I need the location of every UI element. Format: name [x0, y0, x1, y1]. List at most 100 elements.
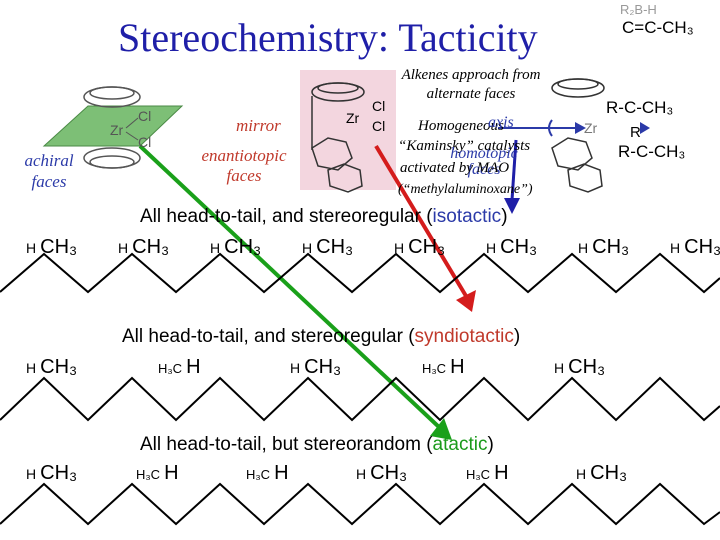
enantiotopic-bg [300, 70, 396, 190]
right-small-arrow [640, 122, 650, 134]
methyl-label: H₃C [246, 467, 271, 482]
green-arrowhead [430, 418, 452, 440]
right-cp-top [551, 78, 605, 98]
left-zr-cl-bond-2 [125, 131, 139, 141]
methyl-label: CH₃ [304, 356, 342, 378]
mao-label: (“methylaluminoxane”) [398, 182, 533, 197]
achiral-plane [42, 105, 184, 147]
middle-indenyl [311, 137, 363, 193]
methyl-label: H₃C [466, 467, 491, 482]
hydrogen-label: H [118, 240, 129, 256]
homotopic-faces-label: homotopic faces [450, 145, 518, 178]
left-zr-cl-bond-1 [125, 117, 139, 129]
methyl-label: CH₃ [568, 356, 606, 378]
hydrogen-label: H [302, 240, 313, 256]
homogeneous-label: Homogeneous [418, 118, 504, 134]
axis-label: axis [488, 114, 514, 131]
syndiotactic-keyword: syndiotactic [414, 326, 514, 347]
isotactic-prefix: All head-to-tail, and stereoregular ( [140, 206, 433, 227]
middle-cp-top [311, 82, 365, 102]
axis-arrowhead [575, 122, 586, 134]
hydrogen-label: H [450, 356, 465, 378]
hydrogen-label: H [274, 462, 289, 484]
methyl-label: CH₃ [592, 236, 630, 258]
left-zr-label: Zr [110, 122, 124, 138]
methyl-label: CH₃ [370, 462, 408, 484]
syndiotactic-prefix: All head-to-tail, and stereoregular ( [122, 326, 415, 347]
right-struct-r1: R-C-CH₃ [606, 98, 674, 117]
green-arrow [138, 144, 442, 430]
isotactic-headline: All head-to-tail, and stereoregular (iso… [140, 206, 508, 228]
achiral-faces-label: achiral faces [24, 151, 74, 191]
activated-by-label: activated by MAO [400, 160, 510, 176]
hydrogen-label: H [210, 240, 221, 256]
right-struct-r2: R [630, 124, 641, 141]
hydrogen-label: H [26, 240, 37, 256]
methyl-label: CH₃ [590, 462, 628, 484]
methyl-label: CH₃ [40, 236, 78, 258]
mirror-label: mirror [236, 116, 281, 135]
syndiotactic-suffix: ) [513, 326, 521, 347]
red-arrow [374, 144, 468, 298]
left-cp-top [83, 86, 141, 108]
methyl-label: CH₃ [316, 236, 354, 258]
syndiotactic-headline: All head-to-tail, and stereoregular (syn… [122, 326, 520, 348]
reagent-alkene: C=C-CH₃ [622, 18, 694, 37]
slide-title: Stereochemistry: Tacticity [118, 15, 538, 60]
hydrogen-label: H [578, 240, 589, 256]
reagent-r2bh: R₂B-H [620, 2, 657, 17]
hydrogen-label: H [670, 240, 681, 256]
middle-cl-label-1: Cl [372, 98, 386, 114]
methyl-label: H₃C [158, 361, 183, 376]
methyl-label: CH₃ [40, 356, 78, 378]
hydrogen-label: H [26, 466, 37, 482]
hydrogen-label: H [26, 360, 37, 376]
hydrogen-label: H [576, 466, 587, 482]
right-indenyl [551, 137, 603, 193]
methyl-label: CH₃ [408, 236, 446, 258]
hydrogen-label: H [164, 462, 179, 484]
isotactic-keyword: isotactic [432, 206, 502, 227]
atactic-chain [0, 482, 720, 526]
left-cp-bottom [83, 147, 141, 169]
atactic-prefix: All head-to-tail, but stereorandom ( [140, 434, 433, 455]
hydrogen-label: H [186, 356, 201, 378]
atactic-suffix: ) [487, 434, 494, 455]
methyl-label: CH₃ [132, 236, 170, 258]
hydrogen-label: H [494, 462, 509, 484]
methyl-label: H₃C [422, 361, 447, 376]
right-zr-label: Zr [584, 120, 598, 136]
left-cl-label-1: Cl [138, 108, 152, 124]
axis-rotation-arc [548, 119, 553, 137]
right-struct-r3: R-C-CH₃ [618, 142, 686, 161]
methyl-label: CH₃ [40, 462, 78, 484]
homotopic-arrowhead [504, 198, 520, 214]
hydrogen-label: H [486, 240, 497, 256]
kaminsky-label: “Kaminsky” catalysts [398, 138, 531, 154]
red-arrowhead [456, 290, 476, 312]
atactic-keyword: atactic [432, 434, 488, 455]
hydrogen-label: H [554, 360, 565, 376]
middle-cl-label-2: Cl [372, 118, 386, 134]
hydrogen-label: H [356, 466, 367, 482]
left-cl-label-2: Cl [138, 134, 152, 150]
syndiotactic-chain [0, 376, 720, 422]
isotactic-suffix: ) [501, 206, 508, 227]
